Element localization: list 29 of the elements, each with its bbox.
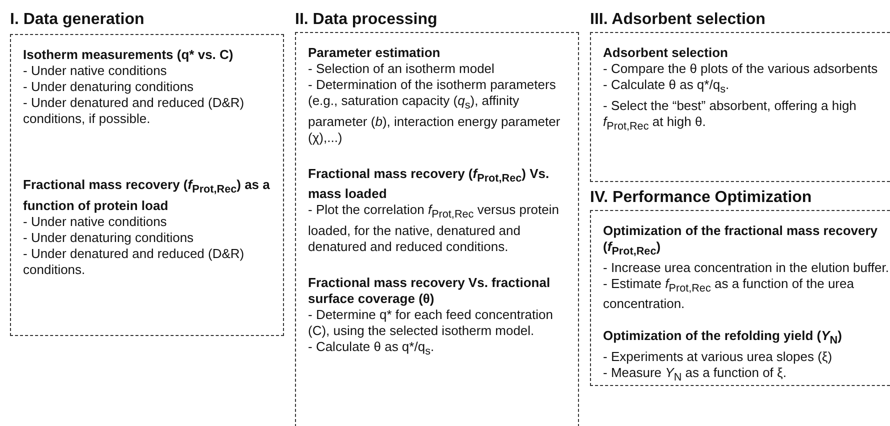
bullet-text: - Increase urea concentration in the elution buffer. — [603, 260, 889, 276]
bullet-text: - Under native conditions — [23, 214, 168, 230]
step-heading: Isotherm measurements (q* vs. C) — [23, 47, 234, 63]
bullet-text: - Calculate θ as q*/q$_{s}$. — [603, 77, 730, 98]
step-heading: Fractional mass recovery Vs. fractional surface coverage (θ) — [308, 274, 552, 307]
bullet-text: - Calculate θ as q*/q$_{s}$. — [308, 338, 436, 360]
section-heading: III. Adsorbent selection — [590, 10, 766, 30]
bullet-text: - Selection of an isotherm model — [308, 61, 496, 77]
bullet-text: - Select the “best” absorbent, offering a high f$_{Prot,Rec}$ at high θ. — [603, 98, 858, 134]
section-heading: II. Data processing — [295, 10, 438, 30]
bullet-text: - Determination of the isotherm parameters (e.g., saturation capacity (q$_{s}$), affinity parameter (b), interaction energy parameter (χ),...) — [308, 77, 562, 146]
step-heading: Optimization of the fractional mass recovery (f$_{Prot,Rec}$) — [603, 223, 879, 260]
step-heading: Fractional mass recovery (f$_{Prot,Rec}$) as a function of protein load — [23, 177, 271, 214]
bullet-text: - Under denatured and reduced (D&R) conditions, if possible. — [23, 95, 246, 127]
bullet-text: - Under denatured and reduced (D&R) conditions. — [23, 246, 246, 278]
bullet-text: - Under denaturing conditions — [23, 79, 195, 95]
bullet-text: - Measure Y$_{N}$ as a function of ξ. — [603, 364, 788, 386]
bullet-text: - Determine q* for each feed concentration (C), using the selected isotherm model. — [308, 306, 554, 339]
bullet-text: - Compare the θ plots of the various adsorbents — [603, 61, 879, 77]
bullet-text: - Estimate f$_{Prot,Rec}$ as a function of the urea concentration. — [603, 276, 855, 312]
section-heading: I. Data generation — [10, 10, 144, 30]
bullet-text: - Under denaturing conditions — [23, 230, 195, 246]
bullet-text: - Under native conditions — [23, 63, 168, 79]
step-heading: Adsorbent selection — [603, 45, 729, 61]
bullet-text: - Experiments at various urea slopes (ξ) — [603, 348, 834, 365]
step-heading: Optimization of the refolding yield (Y$_{N}$) — [603, 328, 843, 349]
section-heading: IV. Performance Optimization — [590, 188, 812, 208]
bullet-text: - Plot the correlation f$_{Prot,Rec}$ versus protein loaded, for the native, denatured and denatured and reduced conditions. — [308, 202, 560, 255]
step-heading: Parameter estimation — [308, 45, 442, 61]
